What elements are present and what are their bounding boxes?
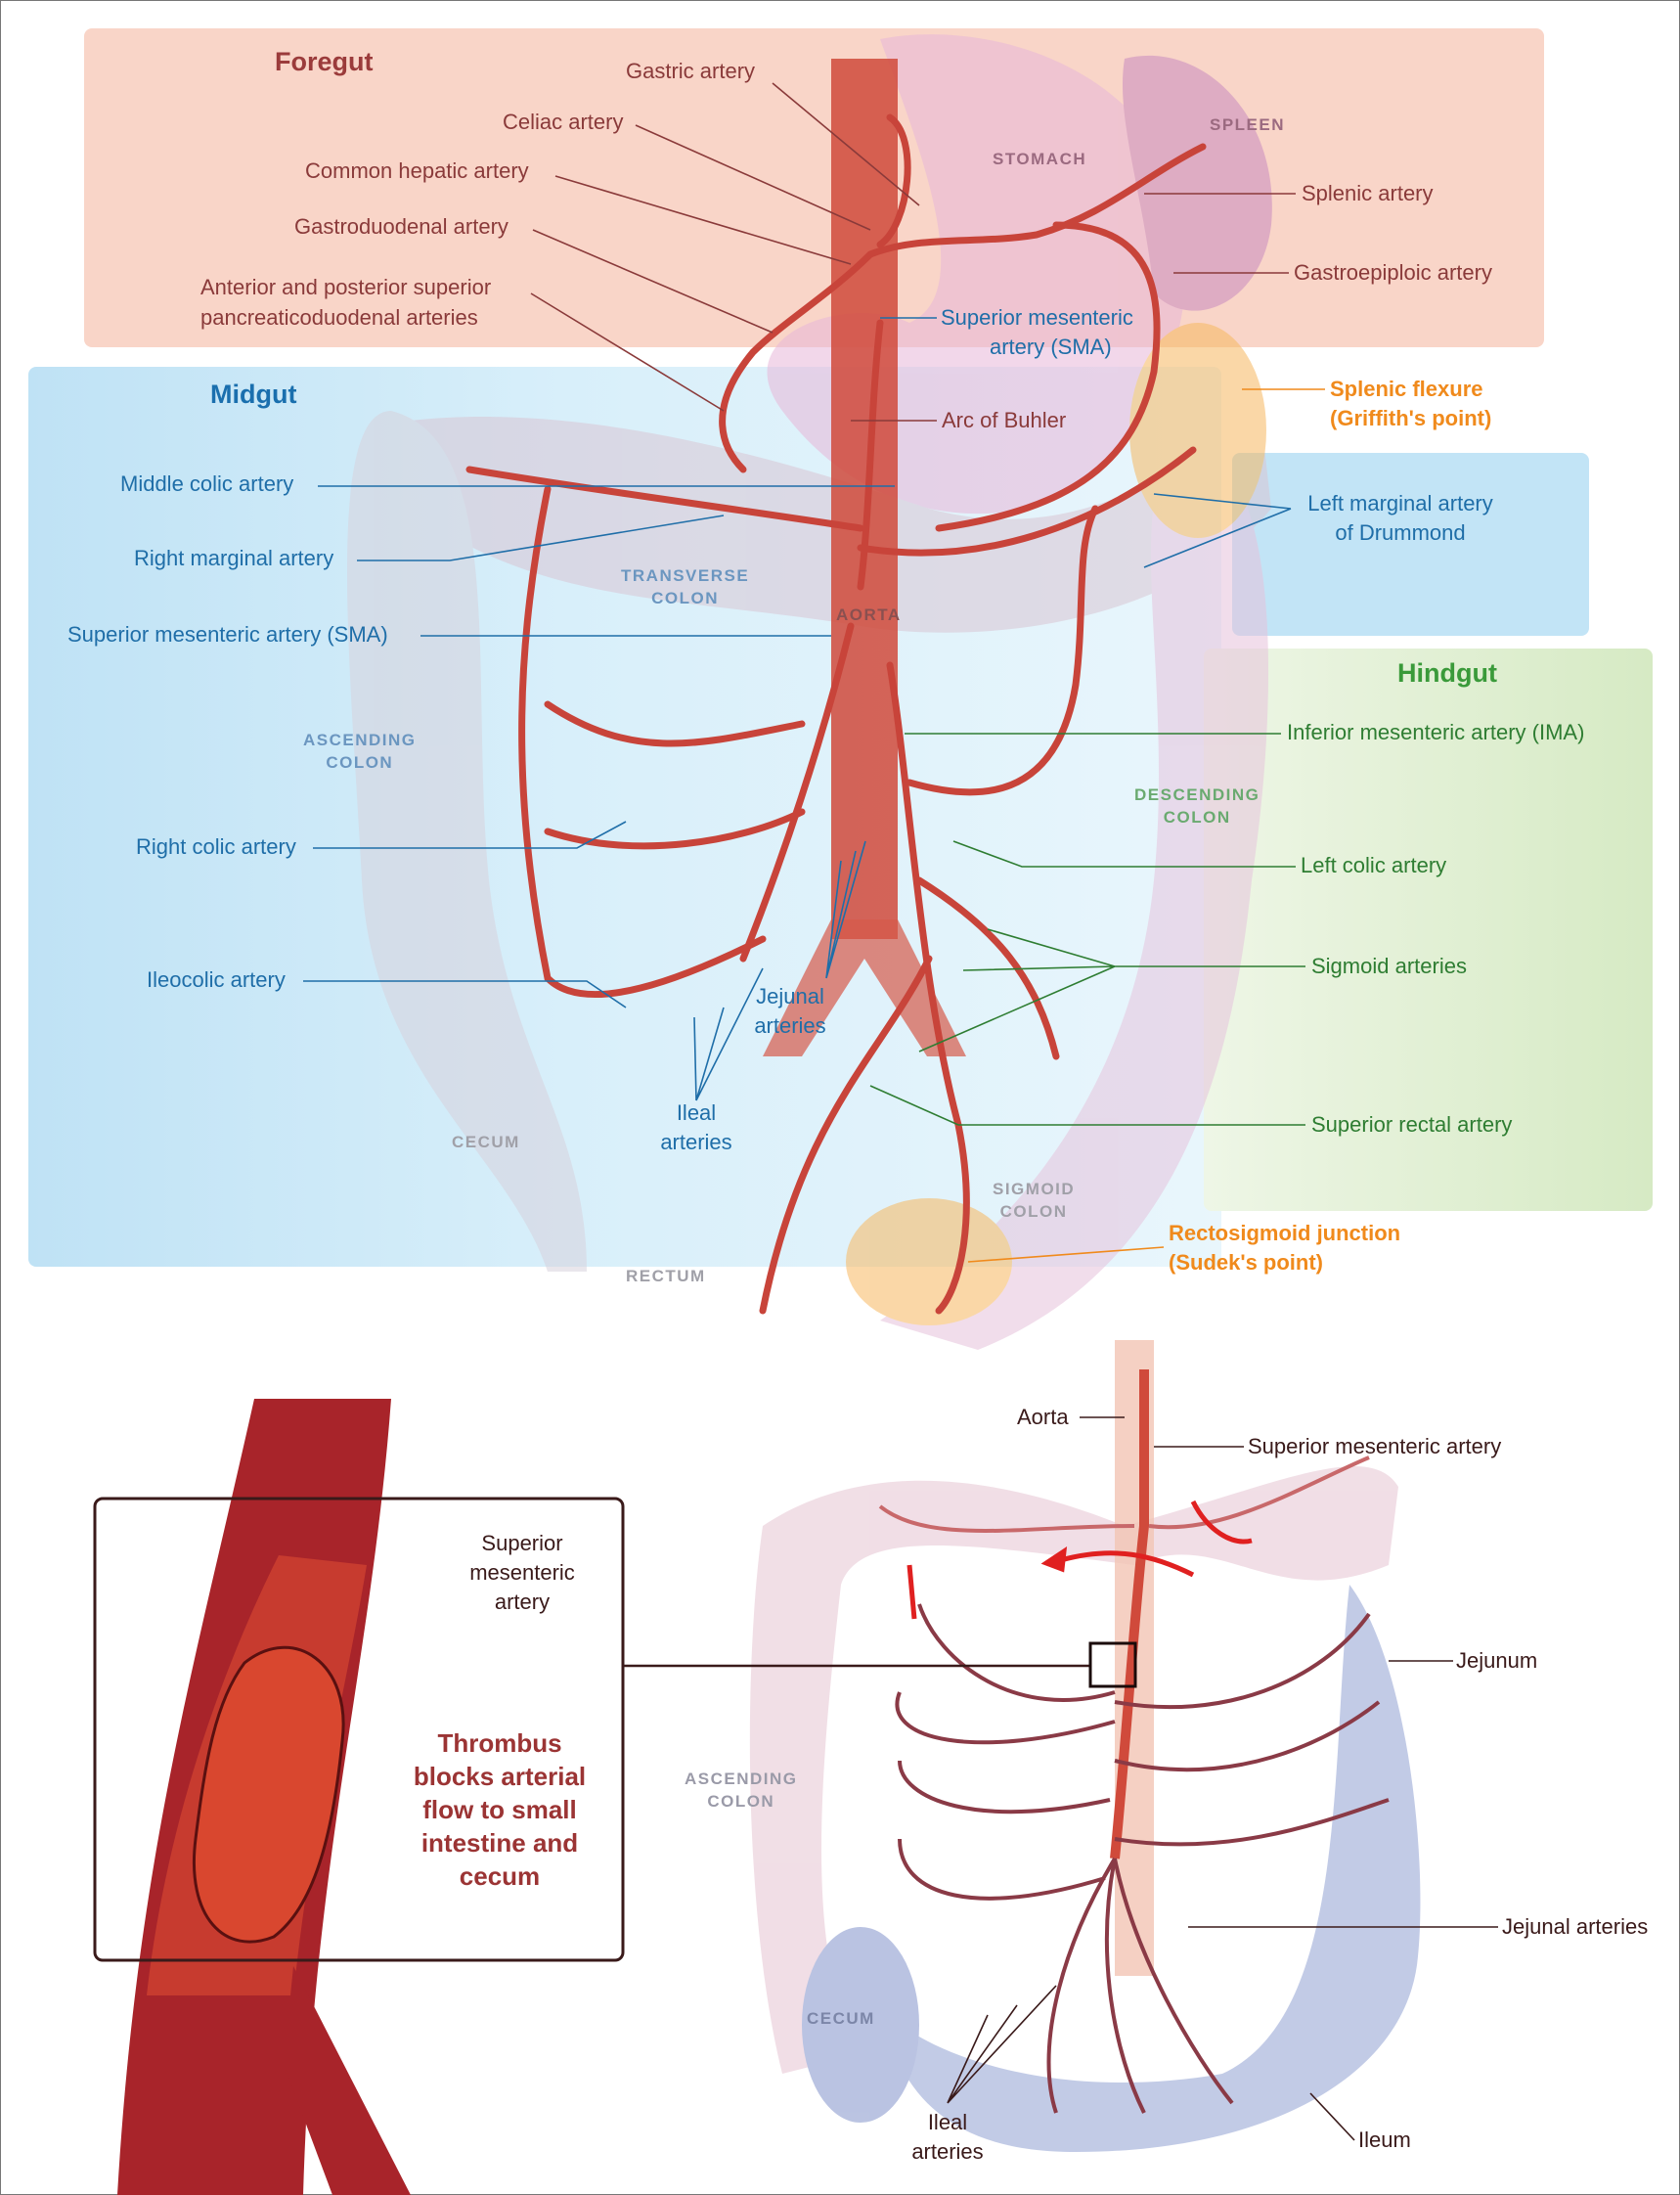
aorta-top xyxy=(831,59,898,939)
jejunal-line1: Jejunal xyxy=(756,984,824,1008)
sigmoid-arteries-label: Sigmoid arteries xyxy=(1311,954,1467,978)
aorta-label: AORTA xyxy=(836,605,902,624)
gastroduodenal-artery-label: Gastroduodenal artery xyxy=(294,214,508,239)
sigmoid-colon-line2: COLON xyxy=(999,1202,1068,1221)
foregut-panel xyxy=(84,28,1544,347)
celiac-artery-label: Celiac artery xyxy=(503,110,624,134)
bottom-jejunal-arteries-label: Jejunal arteries xyxy=(1502,1914,1649,1939)
foregut-heading: Foregut xyxy=(275,47,374,76)
ileocolic-artery-label: Ileocolic artery xyxy=(147,967,286,992)
transverse-colon-line1: TRANSVERSE xyxy=(621,566,750,585)
thrombus-shape xyxy=(193,1645,345,1944)
sigmoid-colon-line1: SIGMOID xyxy=(993,1180,1076,1198)
hindgut-panel xyxy=(1204,649,1653,1211)
bottom-ileal-line1: Ileal xyxy=(927,2110,968,2134)
rectosigmoid-highlight xyxy=(846,1198,1012,1325)
bottom-sma-label: Superior mesenteric artery xyxy=(1248,1434,1502,1458)
vessel-branch xyxy=(284,1966,411,2195)
jejunum-label: Jejunum xyxy=(1456,1648,1538,1673)
ileal-arteries-label: Ileal arteries xyxy=(647,1098,745,1157)
top-leader-lines xyxy=(303,82,1325,1263)
superior-rectal-artery-label: Superior rectal artery xyxy=(1311,1112,1513,1137)
inset-sma-line1: Superior xyxy=(481,1531,563,1555)
gastroepiploic-artery-label: Gastroepiploic artery xyxy=(1294,260,1492,285)
inset-sma-line2: mesenteric xyxy=(469,1560,575,1585)
inset-sma-line3: artery xyxy=(494,1590,551,1614)
right-marginal-artery-label: Right marginal artery xyxy=(134,546,334,570)
descending-colon-line1: DESCENDING xyxy=(1134,785,1260,804)
ileal-line1: Ileal xyxy=(676,1100,717,1125)
descending-colon-label: DESCENDING COLON xyxy=(1134,784,1260,829)
ascending-colon-label: ASCENDING COLON xyxy=(303,729,417,774)
arteries-bottom xyxy=(878,1369,1390,2114)
ascending-colon-line2: COLON xyxy=(326,753,394,772)
descending-colon-line2: COLON xyxy=(1163,808,1231,827)
arc-of-buhler-label: Arc of Buhler xyxy=(942,408,1067,432)
bottom-cecum-shape xyxy=(802,1927,919,2123)
thrombus-line1: Thrombus xyxy=(437,1728,562,1758)
bottom-ascending-line1: ASCENDING xyxy=(685,1769,798,1788)
midgut-heading: Midgut xyxy=(210,380,297,409)
ima-label: Inferior mesenteric artery (IMA) xyxy=(1287,720,1585,744)
bottom-leader-lines xyxy=(947,1416,1498,2141)
stomach-label: STOMACH xyxy=(993,150,1087,168)
splenic-flexure-label-line1: Splenic flexure xyxy=(1330,377,1483,401)
thrombus-line5: cecum xyxy=(459,1861,541,1891)
transverse-colon-line2: COLON xyxy=(651,589,720,607)
rectosigmoid-label-line1: Rectosigmoid junction xyxy=(1169,1221,1401,1245)
pancreaticoduodenal-label-line2: pancreaticoduodenal arteries xyxy=(200,305,478,330)
ileum-label: Ileum xyxy=(1358,2128,1411,2152)
gastric-artery-label: Gastric artery xyxy=(626,59,756,83)
transverse-colon-label: TRANSVERSE COLON xyxy=(621,564,749,609)
sma-top-label-line2: artery (SMA) xyxy=(990,335,1112,359)
left-marginal-line2: of Drummond xyxy=(1335,520,1466,545)
left-marginal-line1: Left marginal artery xyxy=(1307,491,1493,515)
bottom-ascending-colon-label: ASCENDING COLON xyxy=(685,1768,798,1813)
bottom-ileal-line2: arteries xyxy=(911,2139,984,2164)
splenic-flexure-label-line2: (Griffith's point) xyxy=(1330,406,1492,430)
aorta-bifurcation xyxy=(763,919,966,1056)
thrombus-caption: Thrombus blocks arterial flow to small i… xyxy=(402,1726,597,1893)
thrombus-line4: intestine and xyxy=(420,1828,579,1858)
sma-top-label-line1: Superior mesenteric xyxy=(941,305,1133,330)
spleen-label: SPLEEN xyxy=(1210,115,1286,134)
thrombus-line2: blocks arterial xyxy=(413,1762,587,1791)
midgut-panel-right xyxy=(1232,453,1589,636)
flow-arrows xyxy=(906,1500,1253,1620)
ileal-line2: arteries xyxy=(660,1130,732,1154)
hindgut-heading: Hindgut xyxy=(1397,658,1497,688)
pancreaticoduodenal-label-line1: Anterior and posterior superior xyxy=(200,275,492,299)
splenic-artery-label: Splenic artery xyxy=(1302,181,1434,205)
right-colic-artery-label: Right colic artery xyxy=(136,834,296,859)
ascending-colon-line1: ASCENDING xyxy=(303,731,417,749)
small-intestine-shape xyxy=(880,1585,1421,2152)
left-colic-artery-label: Left colic artery xyxy=(1301,853,1447,877)
spleen-shape xyxy=(1122,55,1272,311)
left-marginal-artery-label: Left marginal artery of Drummond xyxy=(1293,489,1508,548)
bottom-aorta-label: Aorta xyxy=(1017,1405,1069,1429)
inset-sma-label: Superior mesenteric artery xyxy=(444,1529,600,1617)
sma-label: Superior mesenteric artery (SMA) xyxy=(67,622,388,647)
splenic-flexure-highlight xyxy=(1129,323,1266,538)
bottom-organs xyxy=(749,1466,1421,2152)
jejunal-line2: arteries xyxy=(754,1013,826,1038)
bottom-ileal-arteries-label: Ileal arteries xyxy=(899,2108,996,2167)
bottom-ascending-line2: COLON xyxy=(707,1792,775,1811)
middle-colic-artery-label: Middle colic artery xyxy=(120,471,294,496)
arteries-top xyxy=(465,113,1207,1315)
thrombus-line3: flow to small xyxy=(422,1795,577,1824)
sigmoid-colon-label: SIGMOID COLON xyxy=(993,1178,1075,1223)
jejunal-arteries-label: Jejunal arteries xyxy=(741,982,839,1041)
bottom-cecum-label: CECUM xyxy=(807,2009,875,2028)
ascending-colon-shape xyxy=(347,411,587,1272)
occlusion-marker xyxy=(1088,1641,1137,1688)
rectosigmoid-label-line2: (Sudek's point) xyxy=(1169,1250,1324,1275)
inset-box xyxy=(93,1497,625,1962)
rectum-label: RECTUM xyxy=(626,1267,706,1285)
cecum-label: CECUM xyxy=(452,1133,520,1151)
common-hepatic-artery-label: Common hepatic artery xyxy=(305,158,529,183)
